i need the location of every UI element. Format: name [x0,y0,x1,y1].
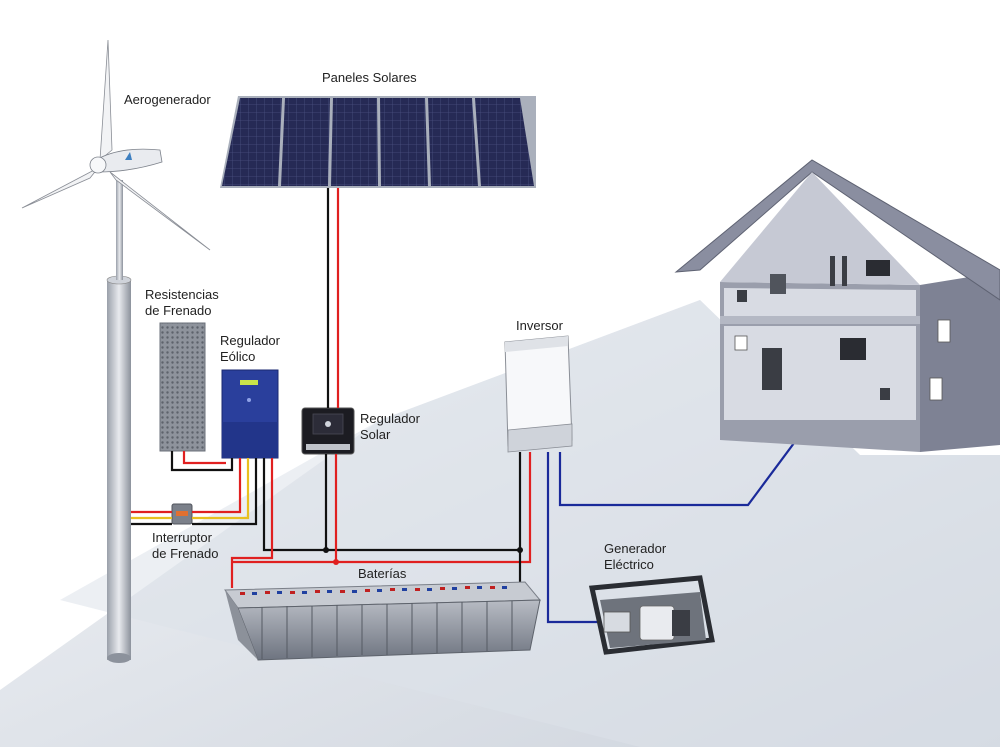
label-brake-switch: Interruptor de Frenado [152,530,219,562]
wind-turbine [21,39,211,663]
turbine-blade [21,167,99,209]
turbine-pole [107,280,131,660]
inverter [504,335,573,453]
label-solar-regulator-line1: Regulador [360,411,420,426]
electric-generator [588,575,715,655]
turbine-blade [99,39,113,161]
label-brake-switch-line2: de Frenado [152,546,219,561]
solar-panel [222,98,282,186]
label-solar-regulator: Regulador Solar [360,411,420,443]
battery-bank [224,581,542,661]
house [674,159,1000,452]
solar-panels [220,96,536,188]
brake-resistors-box [159,322,206,452]
label-brake-resistors: Resistencias de Frenado [145,287,219,319]
brake-switch [171,503,193,525]
label-brake-resistors-line1: Resistencias [145,287,219,302]
label-wind-turbine: Aerogenerador [124,92,211,107]
turbine-blade [109,171,211,251]
label-batteries: Baterías [358,566,407,581]
house-side-wall [920,272,1000,452]
label-brake-resistors-line2: de Frenado [145,303,212,318]
solar-panel [380,98,428,186]
label-generator-line1: Generador [604,541,667,556]
label-generator: Generador Eléctrico [604,541,666,573]
house-roof [674,159,1000,301]
label-generator-line2: Eléctrico [604,557,654,572]
wind-regulator [221,369,279,459]
solar-panel [281,98,330,186]
turbine-nacelle [95,148,163,173]
label-wind-regulator-line1: Regulador [220,333,280,348]
solar-panel [475,98,534,186]
solar-panel [331,98,378,186]
label-solar-regulator-line2: Solar [360,427,391,442]
label-wind-regulator-line2: Eólico [220,349,256,364]
label-brake-switch-line1: Interruptor [152,530,212,545]
solar-panel [428,98,478,186]
wiring [131,188,801,624]
solar-regulator [301,407,355,455]
label-solar-panels: Paneles Solares [322,70,417,85]
label-inverter: Inversor [516,318,563,333]
label-wind-regulator: Regulador Eólico [220,333,280,365]
